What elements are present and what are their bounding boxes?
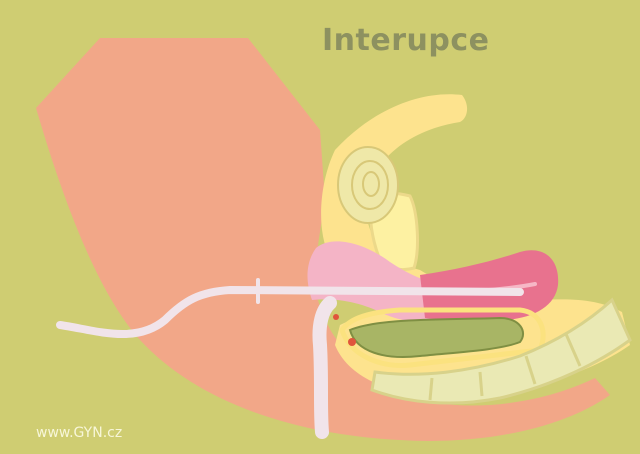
site-watermark: www.GYN.cz	[36, 426, 122, 440]
cervix-marker-2	[333, 314, 339, 320]
diagram-title: Interupce	[322, 26, 489, 56]
vertebra-divider-1	[430, 378, 432, 400]
vertebra-divider-2	[480, 372, 482, 396]
cervix-marker	[348, 338, 356, 346]
